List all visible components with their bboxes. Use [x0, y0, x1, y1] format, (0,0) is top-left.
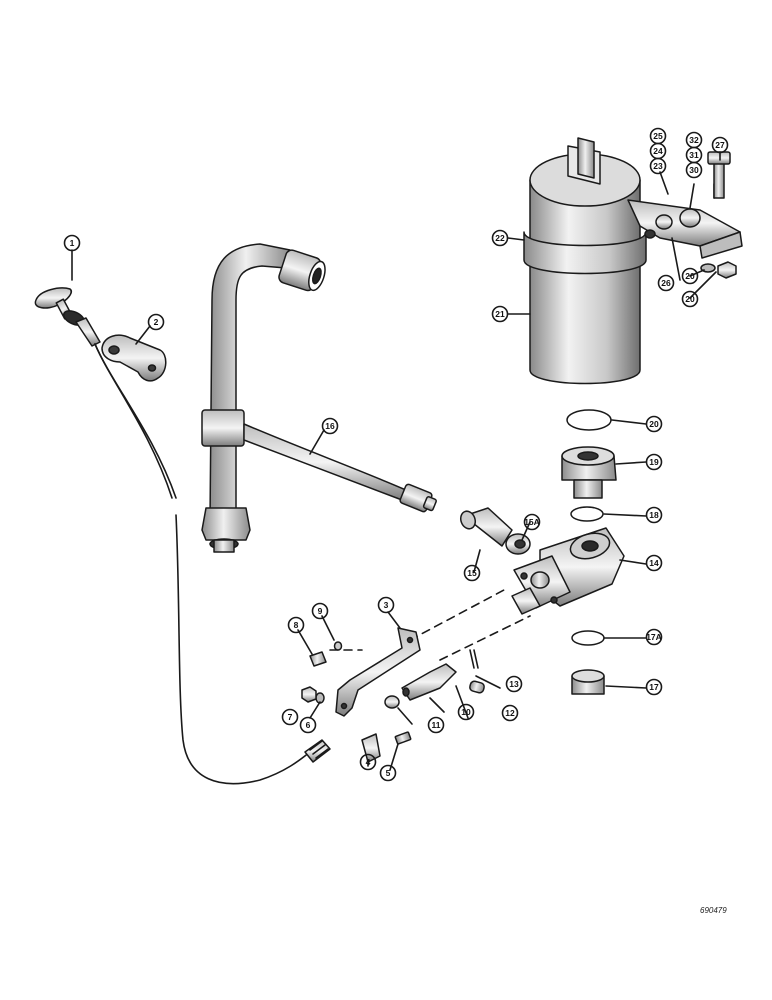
- callout-31: 31: [685, 146, 703, 164]
- svg-text:18: 18: [649, 510, 659, 520]
- svg-text:2: 2: [154, 317, 159, 327]
- callout-24: 24: [649, 142, 667, 160]
- svg-text:11: 11: [432, 720, 441, 730]
- svg-text:21: 21: [495, 309, 505, 319]
- callout-32: 32: [685, 131, 703, 149]
- svg-text:6: 6: [306, 720, 311, 730]
- svg-text:26: 26: [661, 278, 671, 288]
- svg-text:9: 9: [318, 606, 323, 616]
- callout-20-nut: 20: [681, 290, 699, 308]
- svg-text:30: 30: [689, 165, 699, 175]
- clip-part: [101, 334, 167, 382]
- svg-text:15A: 15A: [524, 517, 540, 527]
- svg-text:16: 16: [325, 421, 335, 431]
- callout-21: 21: [491, 305, 509, 323]
- callout-6: 6: [299, 716, 317, 734]
- callout-4: 4: [359, 753, 377, 771]
- assembly-guide-lines: [329, 589, 531, 661]
- callout-23: 23: [649, 157, 667, 175]
- svg-text:19: 19: [649, 457, 659, 467]
- svg-text:3: 3: [384, 600, 389, 610]
- svg-text:15: 15: [467, 568, 477, 578]
- hardware-parts: [301, 641, 485, 763]
- svg-text:12: 12: [505, 708, 515, 718]
- svg-text:22: 22: [495, 233, 505, 243]
- callout-9: 9: [311, 602, 329, 620]
- bracket-part: [335, 627, 421, 717]
- svg-text:27: 27: [715, 140, 725, 150]
- pump-body-part: [511, 527, 625, 615]
- svg-text:4: 4: [366, 757, 371, 767]
- svg-text:31: 31: [689, 150, 699, 160]
- svg-text:8: 8: [294, 620, 299, 630]
- reference-number: 690479: [700, 906, 727, 915]
- elbow-fitting-part: [459, 507, 531, 555]
- svg-text:14: 14: [649, 558, 659, 568]
- svg-text:13: 13: [509, 679, 519, 689]
- callout-30: 30: [685, 161, 703, 179]
- svg-text:17A: 17A: [646, 632, 662, 642]
- callout-11: 11: [427, 716, 445, 734]
- svg-text:10: 10: [461, 707, 471, 717]
- callout-22: 22: [491, 229, 509, 247]
- svg-text:24: 24: [653, 146, 663, 156]
- callout-18: 18: [645, 506, 663, 524]
- plug-part: [571, 630, 605, 695]
- svg-text:32: 32: [689, 135, 699, 145]
- callout-14: 14: [645, 554, 663, 572]
- svg-text:23: 23: [653, 161, 663, 171]
- svg-text:20: 20: [685, 294, 695, 304]
- callout-labels: 1 2 3 4 5 6 7 8 9 10 11 12 13 14 15 15A …: [63, 127, 729, 782]
- svg-text:20: 20: [685, 271, 695, 281]
- svg-text:20: 20: [649, 419, 659, 429]
- callout-20-gasket: 20: [645, 415, 663, 433]
- callout-13: 13: [505, 675, 523, 693]
- callout-20-washer: 20: [681, 267, 699, 285]
- callout-17a: 17A: [645, 628, 663, 646]
- svg-text:1: 1: [70, 238, 75, 248]
- callout-2: 2: [147, 313, 165, 331]
- choke-cable-part: [34, 287, 331, 785]
- fuel-line-part: [243, 423, 437, 513]
- callout-1: 1: [63, 234, 81, 252]
- callout-15a: 15A: [523, 513, 541, 531]
- callout-26: 26: [657, 274, 675, 292]
- svg-text:17: 17: [649, 682, 659, 692]
- svg-text:25: 25: [653, 131, 663, 141]
- callout-27: 27: [711, 136, 729, 154]
- callout-19: 19: [645, 453, 663, 471]
- callout-7: 7: [281, 708, 299, 726]
- callout-5: 5: [379, 764, 397, 782]
- callout-12: 12: [501, 704, 519, 722]
- callout-10: 10: [457, 703, 475, 721]
- callout-25: 25: [649, 127, 667, 145]
- callout-17: 17: [645, 678, 663, 696]
- adapter-fitting-part: [561, 409, 617, 522]
- callout-16: 16: [321, 417, 339, 435]
- svg-text:5: 5: [386, 768, 391, 778]
- callout-8: 8: [287, 616, 305, 634]
- callout-3: 3: [377, 596, 395, 614]
- elbow-pipe-part: [201, 243, 326, 553]
- filter-assembly-part: [523, 137, 743, 385]
- svg-text:7: 7: [288, 712, 293, 722]
- callout-15: 15: [463, 564, 481, 582]
